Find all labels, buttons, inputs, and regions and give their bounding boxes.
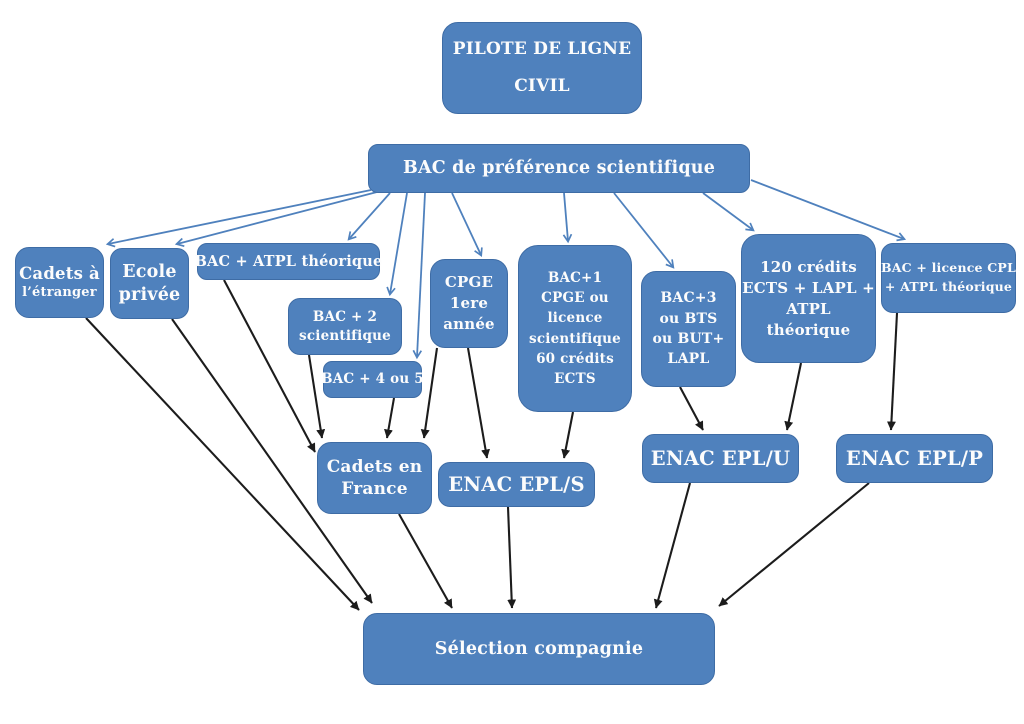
- edge-enac-epl-p-to-selection-compagnie: [718, 482, 870, 607]
- edge-bac-preference-scientifique-to-bac1-cpge-licence: [562, 192, 573, 244]
- edge-bac1-cpge-licence-to-enac-epl-s: [561, 411, 575, 459]
- edge-cpge-1ere-annee-to-enac-epl-s: [466, 347, 490, 459]
- edge-bac-preference-scientifique-to-bac3-bts-but-lapl: [613, 192, 675, 269]
- edge-cadets-etranger-to-selection-compagnie: [85, 317, 360, 611]
- edge-bac-preference-scientifique-to-bac-4-ou-5: [412, 192, 426, 360]
- edge-cpge-1ere-annee-to-cadets-en-france: [420, 347, 439, 439]
- edge-cadets-en-france-to-selection-compagnie: [398, 513, 453, 609]
- edge-bac-preference-scientifique-to-bac-licence-cpl-atpl: [750, 179, 907, 242]
- edge-bac-atpl-theorique-to-cadets-en-france: [223, 279, 316, 453]
- edge-bac-preference-scientifique-to-ecole-privee: [174, 191, 378, 248]
- edge-bac-preference-scientifique-to-cpge-1ere-annee: [451, 192, 483, 258]
- edge-bac3-bts-but-lapl-to-enac-epl-u: [679, 386, 704, 431]
- edge-bac-preference-scientifique-to-credits-120-ects-lapl-atpl: [702, 192, 755, 232]
- edge-bac-2-scientifique-to-cadets-en-france: [307, 354, 326, 439]
- edge-enac-epl-s-to-selection-compagnie: [506, 506, 517, 609]
- edge-bac-preference-scientifique-to-bac-2-scientifique: [386, 192, 408, 297]
- edge-bac-4-ou-5-to-cadets-en-france: [384, 397, 396, 439]
- edge-credits-120-ects-lapl-atpl-to-enac-epl-u: [784, 362, 803, 431]
- edge-bac-preference-scientifique-to-bac-atpl-theorique: [347, 192, 391, 241]
- edge-ecole-privee-to-selection-compagnie: [171, 318, 373, 604]
- edge-bac-licence-cpl-atpl-to-enac-epl-p: [886, 312, 899, 431]
- edge-bac-preference-scientifique-to-cadets-etranger: [105, 189, 372, 248]
- edge-enac-epl-u-to-selection-compagnie: [653, 482, 692, 609]
